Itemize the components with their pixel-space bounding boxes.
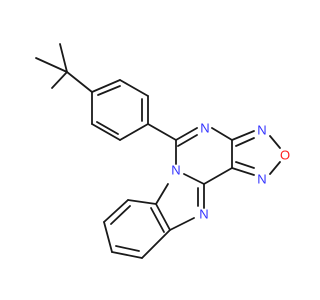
- bond: [155, 183, 169, 205]
- bond: [91, 79, 121, 93]
- bond: [203, 167, 233, 185]
- bond: [97, 85, 121, 96]
- atom-n-furazan-1: N: [257, 123, 266, 138]
- bond: [35, 57, 68, 73]
- bond: [169, 217, 195, 231]
- atom-o-furazan: O: [280, 148, 290, 163]
- bond: [91, 123, 121, 141]
- bond: [111, 251, 143, 259]
- bond: [231, 130, 255, 141]
- atom-n-top: N: [200, 121, 209, 136]
- atom-labels: N N O N N N: [171, 121, 290, 222]
- bond: [175, 127, 198, 141]
- bond: [177, 134, 198, 147]
- bond: [150, 207, 165, 233]
- bond: [235, 137, 255, 147]
- bond: [269, 161, 281, 175]
- bond: [155, 203, 171, 231]
- bond: [51, 71, 68, 89]
- bonds: [35, 43, 281, 259]
- bond: [59, 43, 68, 73]
- bond: [115, 245, 140, 252]
- bond: [211, 127, 233, 141]
- atom-n-imidazole: N: [199, 207, 208, 222]
- bond: [235, 161, 255, 169]
- bond: [110, 205, 131, 225]
- bond: [141, 229, 171, 259]
- atom-n-furazan-2: N: [257, 172, 266, 187]
- bond: [119, 79, 149, 97]
- bond: [147, 123, 177, 141]
- bond: [103, 221, 113, 253]
- bond: [269, 135, 281, 149]
- bond: [119, 123, 149, 141]
- bond: [183, 173, 205, 185]
- bond: [96, 121, 119, 135]
- bond: [231, 167, 255, 176]
- atom-n-bridge: N: [171, 163, 180, 178]
- molecule-structure: N N O N N N: [35, 43, 290, 259]
- bond: [103, 199, 129, 223]
- bond: [66, 71, 93, 93]
- bond: [127, 199, 157, 205]
